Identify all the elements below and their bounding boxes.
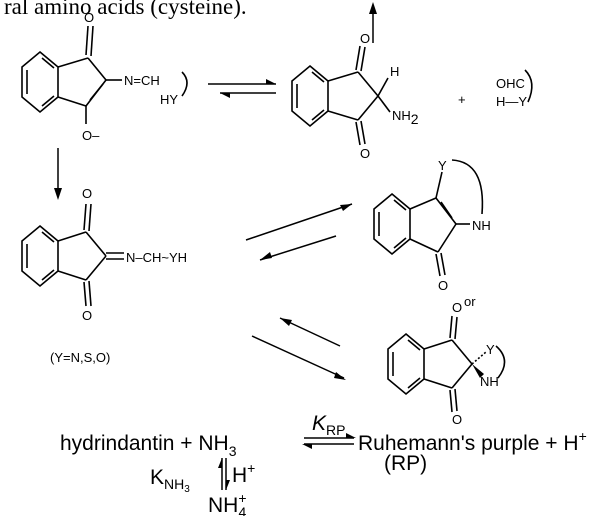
s1-o-top: O xyxy=(84,10,94,25)
equation-right: Ruhemann's purple + H+ xyxy=(358,428,587,455)
y-set-label: (Y=N,S,O) xyxy=(50,350,110,365)
s2-o-bottom: O xyxy=(360,146,370,161)
s6-nh-label: NH xyxy=(480,374,499,389)
s3-ohc-label: OHC xyxy=(496,76,525,91)
s1-imine-label: N=CH xyxy=(124,73,160,88)
nh4-label: NH+4 xyxy=(208,490,247,516)
k-nh3-label: KNH3 xyxy=(150,466,190,495)
s2-o-top: O xyxy=(360,31,370,46)
s6-y-label: Y xyxy=(486,342,495,357)
s6-o-top: O xyxy=(452,300,462,315)
rp-label: (RP) xyxy=(384,452,427,475)
equilibrium-arrow-upper-right xyxy=(245,203,353,261)
s3-hy-label: H—Y xyxy=(496,94,527,109)
equilibrium-arrow-top xyxy=(208,79,276,98)
k-rp-label: KRP xyxy=(312,412,345,438)
s5-y-label: Y xyxy=(438,158,447,173)
s1-o-minus-label: O– xyxy=(82,128,100,143)
plus-top: + xyxy=(458,92,466,107)
structure-5-fused-ring xyxy=(373,159,484,277)
vertical-equilibrium-arrow xyxy=(218,458,230,490)
equation-left: hydrindantin + NH3 xyxy=(60,432,237,459)
equilibrium-arrow-equation xyxy=(302,433,356,449)
down-arrow xyxy=(54,148,62,200)
structure-1-imine-anion xyxy=(21,25,188,124)
up-arrow xyxy=(369,2,377,43)
s5-o-label: O xyxy=(438,278,448,293)
s4-o-top: O xyxy=(82,186,92,201)
or-label: or xyxy=(464,294,476,309)
s4-o-bottom: O xyxy=(82,308,92,323)
equilibrium-arrow-lower-right xyxy=(251,317,346,380)
structure-2-aminoindanedione xyxy=(291,45,391,146)
s2-h-label: H xyxy=(390,64,399,79)
s1-hy-label: HY xyxy=(160,92,178,107)
s2-nh2-label: NH2 xyxy=(392,108,419,127)
s6-o-bottom: O xyxy=(452,412,462,427)
s4-imine-label: N–CH~YH xyxy=(126,250,187,265)
structure-6-spiro xyxy=(387,315,506,413)
s3-side-chain-curve xyxy=(524,69,533,103)
s5-nh-label: NH xyxy=(472,218,491,233)
structure-4-imine xyxy=(21,203,124,307)
h-plus-label: H+ xyxy=(232,460,255,487)
header-text: ral amino acids (cysteine). xyxy=(4,0,247,19)
